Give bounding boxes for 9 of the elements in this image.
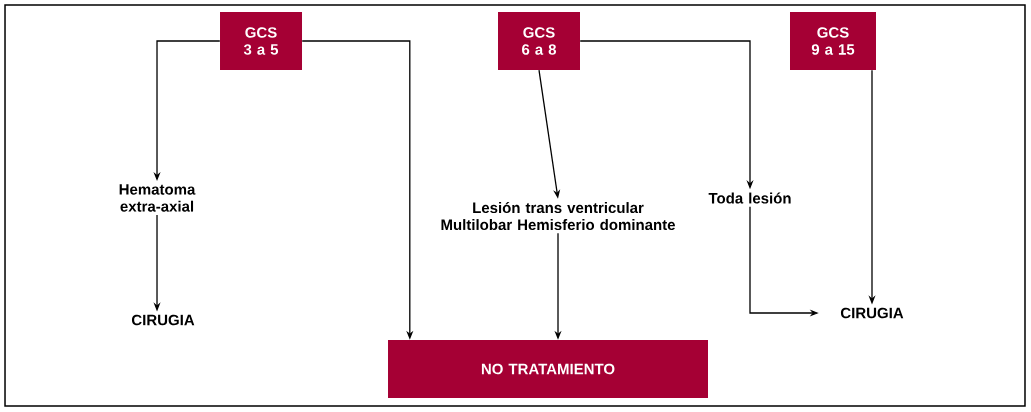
label-box: GCS 3 a 5 bbox=[220, 12, 302, 70]
label-box: GCS 6 a 8 bbox=[498, 12, 580, 70]
node-text: Hematoma extra-axial bbox=[119, 184, 196, 212]
label-box: GCS 9 a 15 bbox=[790, 12, 876, 70]
label-box: NO TRATAMIENTO bbox=[388, 340, 708, 398]
node-text: CIRUGIA bbox=[131, 314, 195, 326]
node-text: Toda lesión bbox=[708, 192, 791, 204]
node-text: Lesión trans ventricular Multilobar Hemisferio dominante bbox=[441, 201, 675, 231]
node-text: CIRUGIA bbox=[840, 307, 904, 319]
